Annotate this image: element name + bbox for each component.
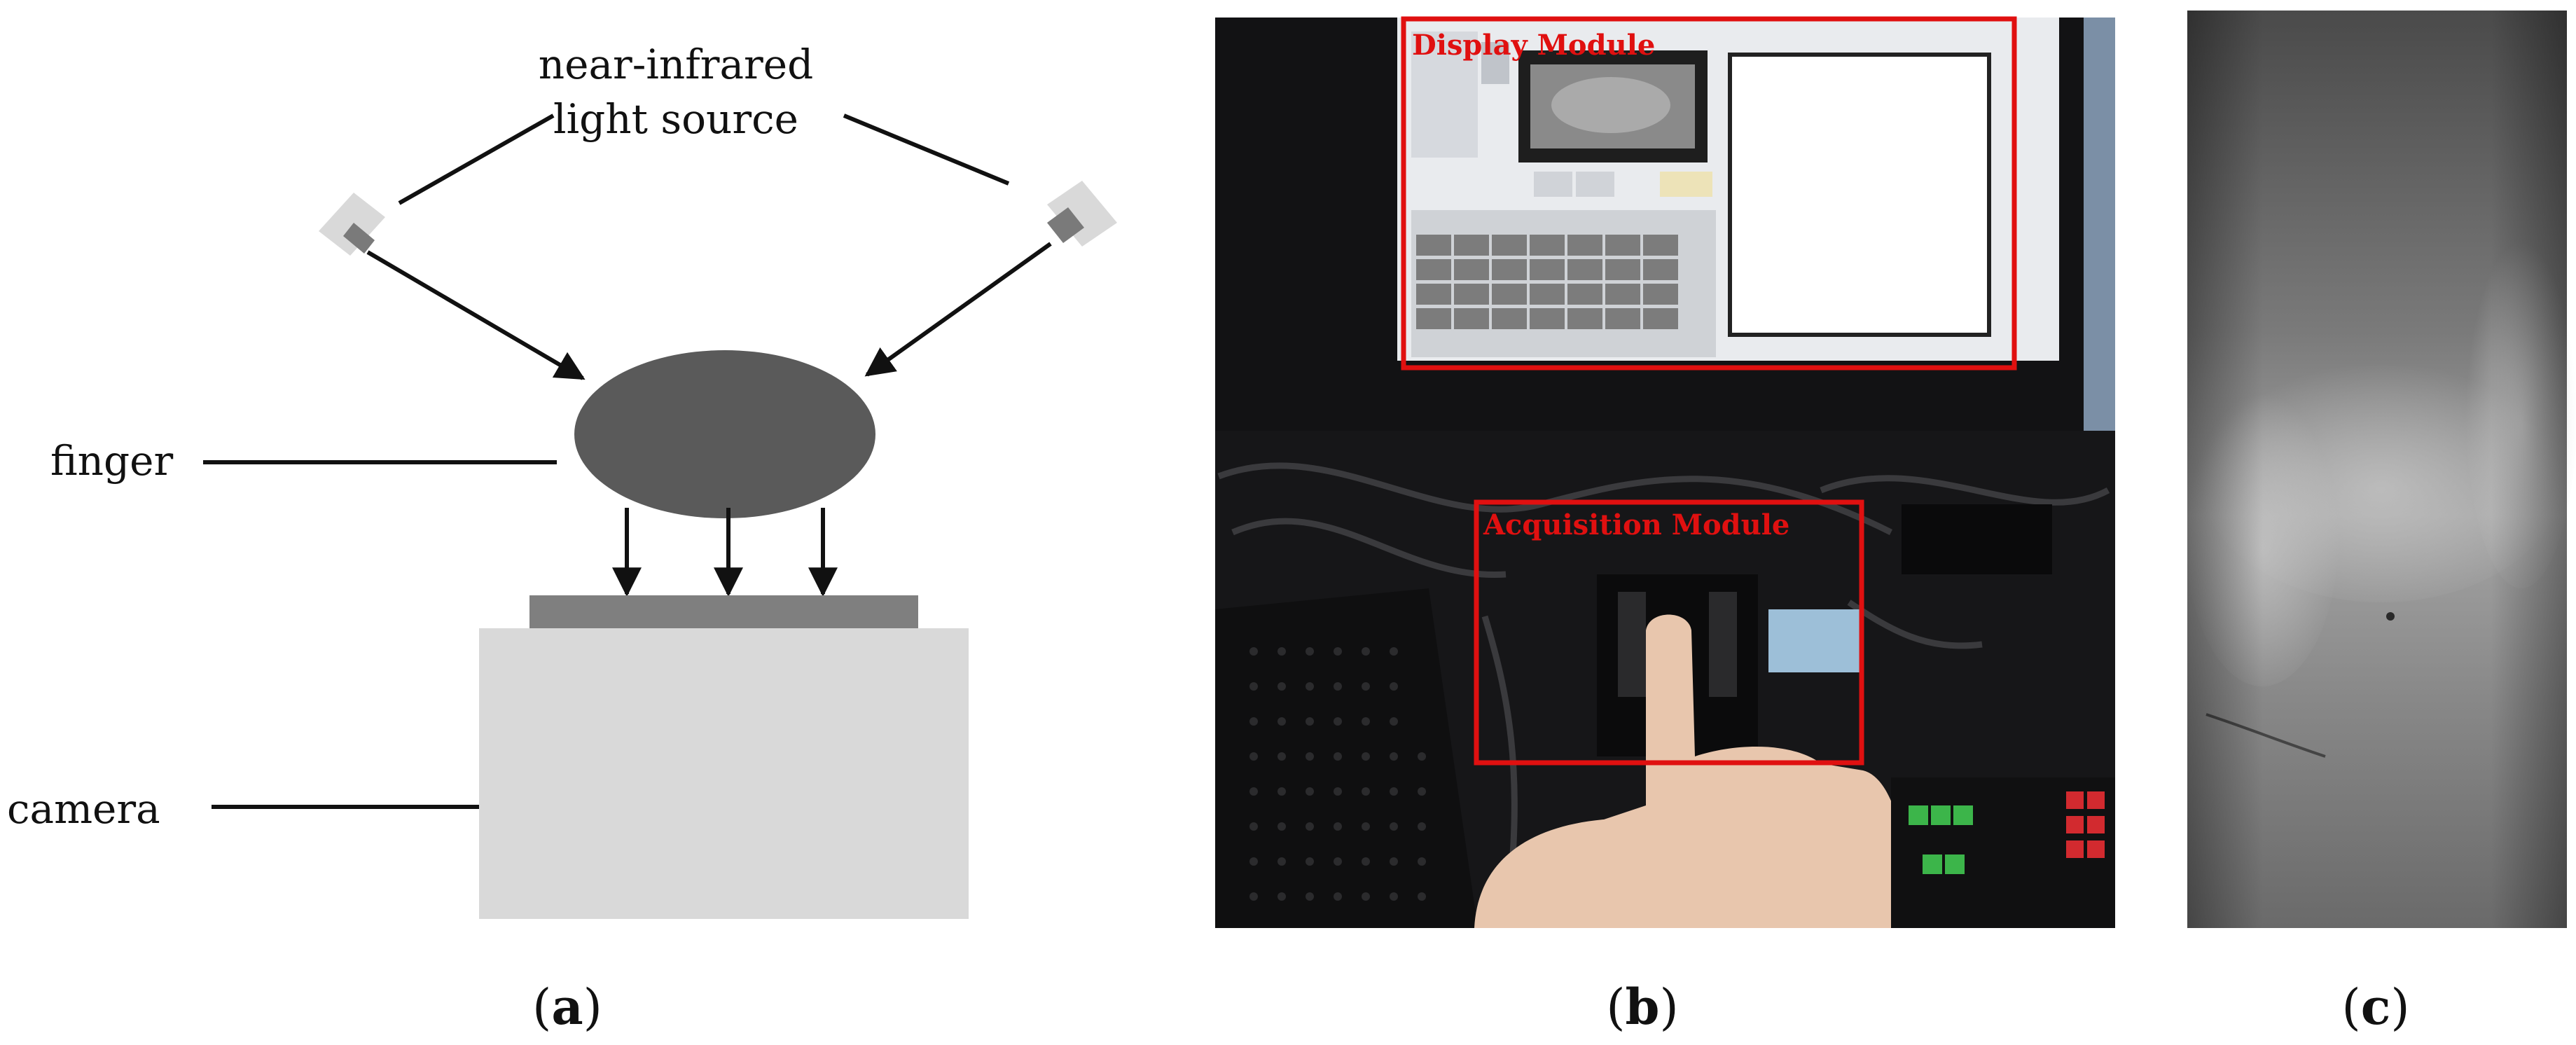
light-arrow-left: [366, 250, 586, 380]
light-source-leader-right: [843, 113, 1010, 186]
finger-shape: [574, 350, 875, 518]
result-panel: [1728, 53, 1991, 337]
acquisition-module-box: [1474, 499, 1864, 766]
sensor-strip: [529, 595, 918, 628]
left-light-source-icon: [319, 193, 385, 256]
acquisition-module-label: Acquisition Module: [1483, 508, 1789, 541]
camera-body: [479, 628, 969, 919]
caption-b: (b): [1606, 978, 1679, 1036]
thumbnail-grid: [1416, 235, 1678, 329]
light-arrow-right: [864, 242, 1052, 377]
caption-a: (a): [532, 978, 602, 1036]
panel-c-vein-image: (c): [2185, 11, 2576, 1036]
perforated-box: [1215, 588, 1478, 928]
right-light-source-icon: [1047, 181, 1117, 247]
finger-label: finger: [50, 437, 173, 485]
light-source-leader-left: [398, 113, 555, 205]
display-module-label: Display Module: [1412, 29, 1655, 62]
panel-b-photo: Display Module Acquisition Module (b): [1215, 16, 2115, 1036]
display-module-box: [1401, 16, 2017, 371]
hand: [1474, 614, 1933, 928]
light-source-label-line1: near-infrared: [539, 41, 813, 88]
caption-c: (c): [2341, 978, 2409, 1036]
camera-label: camera: [7, 785, 160, 833]
light-source-label-line2: light source: [553, 95, 798, 143]
panel-a-schematic: near-infrared light source finger camera: [7, 41, 1117, 1036]
